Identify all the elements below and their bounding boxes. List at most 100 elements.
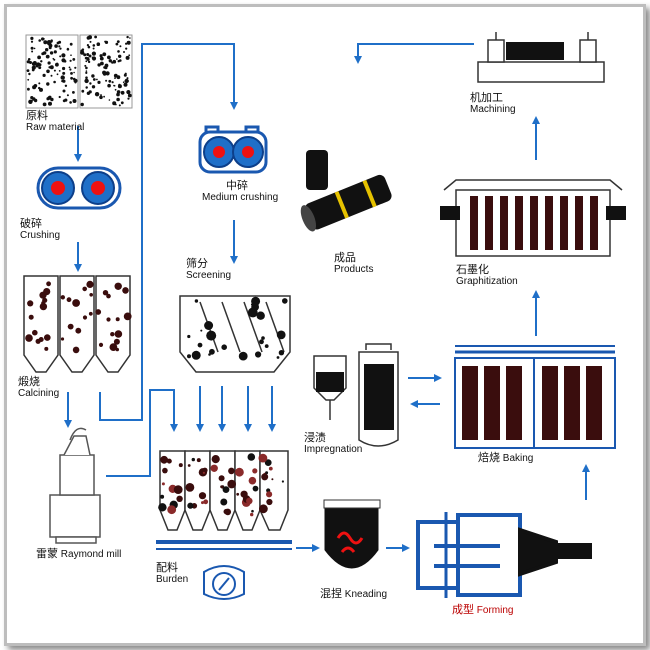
products-en: Products bbox=[334, 264, 374, 275]
graphitization-zh: 石墨化 bbox=[456, 264, 489, 276]
impregnation-zh: 浸渍 bbox=[304, 432, 326, 444]
texture-dot bbox=[264, 344, 269, 348]
electrode-bar bbox=[530, 196, 538, 250]
texture-dot bbox=[92, 44, 96, 47]
texture-dot bbox=[271, 478, 274, 481]
texture-dot bbox=[211, 455, 220, 464]
texture-dot bbox=[62, 71, 66, 75]
texture-dot bbox=[117, 50, 120, 53]
texture-dot bbox=[69, 42, 73, 46]
texture-dot bbox=[120, 90, 125, 95]
texture-dot bbox=[70, 72, 73, 75]
texture-dot bbox=[161, 482, 165, 486]
texture-dot bbox=[59, 55, 62, 58]
texture-dot bbox=[84, 78, 89, 84]
texture-dot bbox=[105, 71, 110, 76]
texture-dot bbox=[69, 59, 72, 62]
texture-dot bbox=[100, 61, 104, 66]
electrode-bar bbox=[470, 196, 478, 250]
texture-dot bbox=[92, 78, 96, 81]
texture-dot bbox=[123, 51, 125, 53]
texture-dot bbox=[220, 485, 224, 489]
texture-dot bbox=[70, 54, 72, 56]
texture-dot bbox=[222, 486, 230, 493]
screening-machine bbox=[179, 295, 291, 373]
texture-dot bbox=[95, 309, 102, 315]
texture-dot bbox=[261, 336, 265, 340]
texture-dot bbox=[73, 71, 75, 74]
texture-dot bbox=[127, 97, 130, 100]
texture-dot bbox=[33, 98, 38, 103]
texture-dot bbox=[201, 501, 204, 505]
texture-dot bbox=[59, 47, 62, 50]
texture-dot bbox=[83, 53, 87, 57]
texture-dot bbox=[158, 503, 167, 512]
texture-dot bbox=[122, 81, 125, 83]
texture-dot bbox=[178, 463, 183, 468]
texture-dot bbox=[74, 81, 77, 84]
texture-dot bbox=[85, 76, 88, 79]
raymond-mill-zh: 雷蒙 bbox=[36, 548, 58, 560]
texture-dot bbox=[89, 40, 92, 43]
texture-dot bbox=[185, 483, 195, 492]
texture-dot bbox=[187, 334, 191, 339]
machining-lathe bbox=[477, 32, 605, 83]
screening-label: 筛分 Screening bbox=[186, 258, 231, 282]
texture-dot bbox=[103, 95, 105, 98]
texture-dot bbox=[104, 40, 107, 43]
texture-dot bbox=[252, 468, 258, 474]
texture-dot bbox=[246, 497, 253, 505]
texture-dot bbox=[69, 101, 72, 104]
texture-dot bbox=[92, 47, 95, 50]
kneading-zh: 混捏 bbox=[320, 588, 342, 600]
texture-dot bbox=[58, 45, 61, 48]
texture-dot bbox=[276, 330, 286, 340]
texture-dot bbox=[113, 73, 118, 78]
texture-dot bbox=[264, 459, 272, 466]
burden-label: 配料 Burden bbox=[156, 562, 188, 586]
electrode-bar bbox=[462, 366, 478, 440]
texture-dot bbox=[114, 330, 123, 338]
texture-dot bbox=[105, 79, 108, 82]
texture-dot bbox=[108, 99, 111, 101]
texture-dot bbox=[33, 47, 36, 50]
raw-material-label: 原料 Raw material bbox=[26, 110, 84, 134]
graphitization-en: Graphitization bbox=[456, 276, 518, 287]
texture-dot bbox=[125, 47, 128, 50]
texture-dot bbox=[30, 46, 34, 50]
texture-dot bbox=[85, 60, 88, 63]
texture-dot bbox=[61, 79, 64, 83]
texture-dot bbox=[42, 73, 46, 77]
texture-dot bbox=[281, 480, 284, 483]
texture-dot bbox=[56, 62, 59, 65]
electrode-bar bbox=[560, 196, 568, 250]
texture-dot bbox=[123, 82, 128, 87]
screening-zh: 筛分 bbox=[186, 258, 208, 270]
texture-dot bbox=[32, 329, 38, 336]
texture-dot bbox=[187, 354, 191, 359]
texture-dot bbox=[53, 69, 56, 72]
texture-dot bbox=[62, 89, 66, 93]
texture-dot bbox=[60, 75, 65, 80]
medium-crushing-label: 中碎 Medium crushing bbox=[202, 180, 278, 204]
texture-dot bbox=[108, 59, 113, 63]
texture-dot bbox=[123, 312, 132, 321]
texture-dot bbox=[45, 54, 50, 59]
texture-dot bbox=[72, 58, 76, 61]
texture-dot bbox=[129, 37, 131, 39]
texture-dot bbox=[86, 57, 90, 60]
texture-dot bbox=[66, 297, 72, 303]
texture-dot bbox=[68, 66, 71, 69]
texture-dot bbox=[38, 39, 41, 42]
texture-dot bbox=[209, 348, 215, 355]
texture-dot bbox=[236, 492, 240, 496]
texture-dot bbox=[191, 457, 195, 462]
texture-dot bbox=[49, 51, 54, 55]
texture-dot bbox=[116, 97, 120, 102]
medium-crushing-zh: 中碎 bbox=[226, 180, 248, 192]
forming-en: Forming bbox=[476, 605, 514, 616]
texture-dot bbox=[98, 342, 104, 347]
texture-dot bbox=[31, 50, 34, 53]
texture-dot bbox=[117, 84, 122, 89]
texture-dot bbox=[113, 84, 115, 87]
